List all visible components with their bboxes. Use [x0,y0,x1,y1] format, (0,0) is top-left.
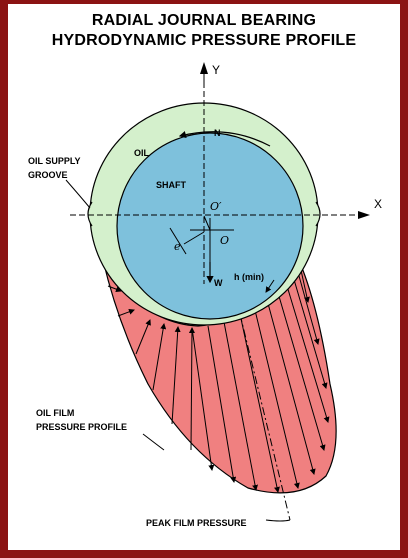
pressure-arrow [275,285,326,451]
pressure-arrow [188,327,195,451]
pressure-arrow [171,326,181,425]
diagram-title-line-1: RADIAL JOURNAL BEARING [91,12,317,29]
diagram-panel: RADIAL JOURNAL BEARING HYDRODYNAMIC PRES… [8,4,400,550]
peak-pressure-label: PEAK FILM PRESSURE [146,518,247,528]
pressure-arrow [265,295,316,475]
rotation-arrow-icon [178,131,271,147]
oil-label: OIL [134,148,150,158]
oil-supply-groove-left [87,201,93,227]
pressure-arrow [191,327,215,471]
pressure-arrow [223,321,259,491]
eccentricity-tick [183,231,205,245]
pressure-profile-leader [142,433,165,451]
pressure-arrows [107,251,330,493]
y-axis-arrow-icon [200,62,208,74]
pressure-profile-label-line-1: OIL FILM [36,408,74,418]
h-min-leader [265,279,275,293]
oil-supply-label-line-2: GROOVE [28,170,68,180]
load-label: W [214,278,223,288]
diagram-title-line-2: HYDRODYNAMIC PRESSURE PROFILE [51,32,357,49]
x-axis-arrow-icon [358,211,370,219]
pressure-arrow [135,319,151,355]
pressure-arrow [253,305,300,489]
pressure-arrow [289,265,328,389]
o-center-label: O [220,234,229,247]
oil-supply-leader [65,179,91,209]
peak-pressure-leader [265,519,291,522]
eccentricity-label: e [174,240,181,253]
eccentricity-line [203,215,211,231]
shaft-label: SHAFT [156,180,186,190]
pressure-arrow [207,325,237,483]
peak-pressure-line [239,313,291,521]
oil-supply-label-line-1: OIL SUPPLY [28,156,81,166]
pressure-arrow [283,275,330,423]
y-axis-label: Y [212,63,220,77]
pressure-arrow [239,313,280,493]
oil-supply-groove-right [315,201,321,227]
rotation-label: N [214,128,221,138]
o-prime-label: O′ [210,200,222,213]
x-axis-label: X [374,197,382,211]
pressure-arrow [107,285,122,293]
pressure-arrow [117,308,135,317]
pressure-arrow [152,323,167,391]
eccentricity-dimension [169,227,187,255]
h-min-label: h (min) [234,272,264,282]
bearing-diagram: Y X OIL SHAFT N OIL SUPPLY GROOVE O′ O e… [28,62,382,528]
pressure-profile-label-line-2: PRESSURE PROFILE [36,422,127,432]
